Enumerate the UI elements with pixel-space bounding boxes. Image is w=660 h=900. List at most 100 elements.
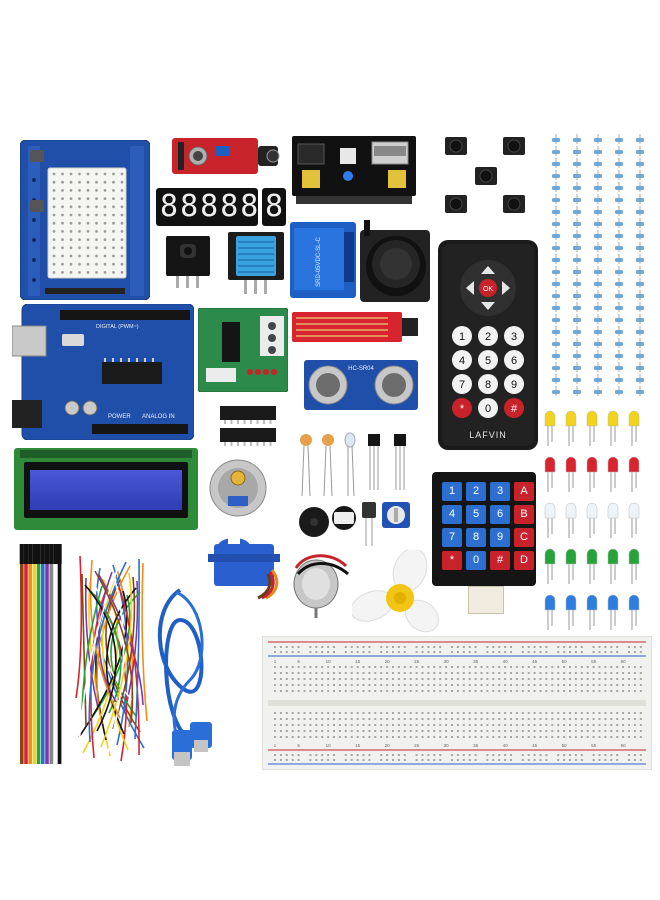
resistor (615, 374, 623, 384)
resistor (636, 170, 644, 180)
breadboard-column-number: 15 (355, 743, 361, 748)
breadboard-column-number: 20 (385, 659, 391, 664)
resistor (615, 206, 623, 216)
resistor (636, 350, 644, 360)
led (544, 502, 556, 538)
servo-motor (204, 530, 286, 602)
breadboard-power-module (292, 136, 416, 210)
resistor (615, 266, 623, 276)
led (607, 548, 619, 584)
breadboard-column-number: 20 (385, 743, 391, 748)
resistor (615, 386, 623, 396)
resistor (552, 194, 560, 204)
dc-motor (286, 548, 354, 618)
resistor (594, 194, 602, 204)
resistor (594, 302, 602, 312)
resistor (636, 266, 644, 276)
seven-segment-display-1digit: 8 (262, 188, 286, 226)
remote-key: 4 (459, 355, 465, 367)
resistor (615, 362, 623, 372)
resistor (573, 338, 581, 348)
hc-sr04-ultrasonic-sensor: HC-SR04 (304, 358, 418, 412)
resistor-set (544, 132, 652, 404)
keypad-key: C (514, 528, 534, 547)
prototype-shield (20, 140, 150, 300)
led (544, 410, 556, 446)
uno-analog-label: ANALOG IN (142, 414, 175, 420)
resistor (636, 146, 644, 156)
resistor (615, 254, 623, 264)
resistor (636, 374, 644, 384)
resistor (573, 194, 581, 204)
led (586, 548, 598, 584)
resistor (594, 326, 602, 336)
breadboard-column-number: 40 (503, 659, 509, 664)
resistor (615, 194, 623, 204)
resistor (594, 218, 602, 228)
breadboard-column-number: 25 (414, 659, 420, 664)
resistor (594, 362, 602, 372)
resistor (552, 386, 560, 396)
resistor (615, 278, 623, 288)
led (586, 410, 598, 446)
resistor (636, 326, 644, 336)
breadboard-column-number: 30 (444, 659, 450, 664)
resistor (552, 338, 560, 348)
remote-key: 0 (485, 403, 491, 415)
resistor (573, 266, 581, 276)
resistor (552, 254, 560, 264)
resistor (594, 242, 602, 252)
keypad-key: A (514, 482, 534, 501)
led-set (540, 404, 654, 638)
relay-label: SRD-05VDC-SL-C (316, 237, 322, 287)
resistor (573, 290, 581, 300)
uno-digital-label: DIGITAL (PWM~) (96, 324, 139, 330)
resistor (594, 386, 602, 396)
resistor (552, 266, 560, 276)
stepper-motor (206, 456, 270, 520)
breadboard-column-number: 55 (591, 659, 597, 664)
arduino-uno-board: POWER ANALOG IN DIGITAL (PWM~) (12, 304, 194, 440)
resistor (594, 350, 602, 360)
led (607, 594, 619, 630)
resistor (594, 266, 602, 276)
remote-key: 3 (511, 331, 517, 343)
led (544, 594, 556, 630)
resistor (573, 242, 581, 252)
keypad-key: 0 (466, 551, 486, 570)
discrete-components (296, 430, 416, 496)
resistor (636, 278, 644, 288)
resistor (615, 350, 623, 360)
resistor (594, 278, 602, 288)
keypad-key: 3 (490, 482, 510, 501)
resistor (636, 302, 644, 312)
breadboard-column-number: 10 (326, 659, 332, 664)
resistor (552, 158, 560, 168)
resistor (615, 218, 623, 228)
resistor (573, 302, 581, 312)
led (565, 594, 577, 630)
resistor (573, 134, 581, 144)
breadboard-column-number: 10 (326, 743, 332, 748)
remote-key: 7 (459, 379, 465, 391)
led (586, 594, 598, 630)
resistor (552, 218, 560, 228)
resistor (636, 314, 644, 324)
breadboard-column-number: 30 (444, 743, 450, 748)
resistor (594, 182, 602, 192)
buzzer-and-potentiometer (296, 496, 416, 548)
seg-digit: 8 (220, 189, 239, 224)
resistor (636, 134, 644, 144)
keypad-key: # (490, 551, 510, 570)
breadboard-column-number: 5 (297, 659, 300, 664)
resistor (573, 158, 581, 168)
resistor (552, 302, 560, 312)
resistor (552, 278, 560, 288)
resistor (552, 230, 560, 240)
dupont-wire-ribbon (14, 544, 66, 766)
lcd1602-display (14, 448, 198, 530)
breadboard-column-number: 60 (621, 743, 627, 748)
resistor (636, 230, 644, 240)
seg-digit: 8 (180, 189, 199, 224)
